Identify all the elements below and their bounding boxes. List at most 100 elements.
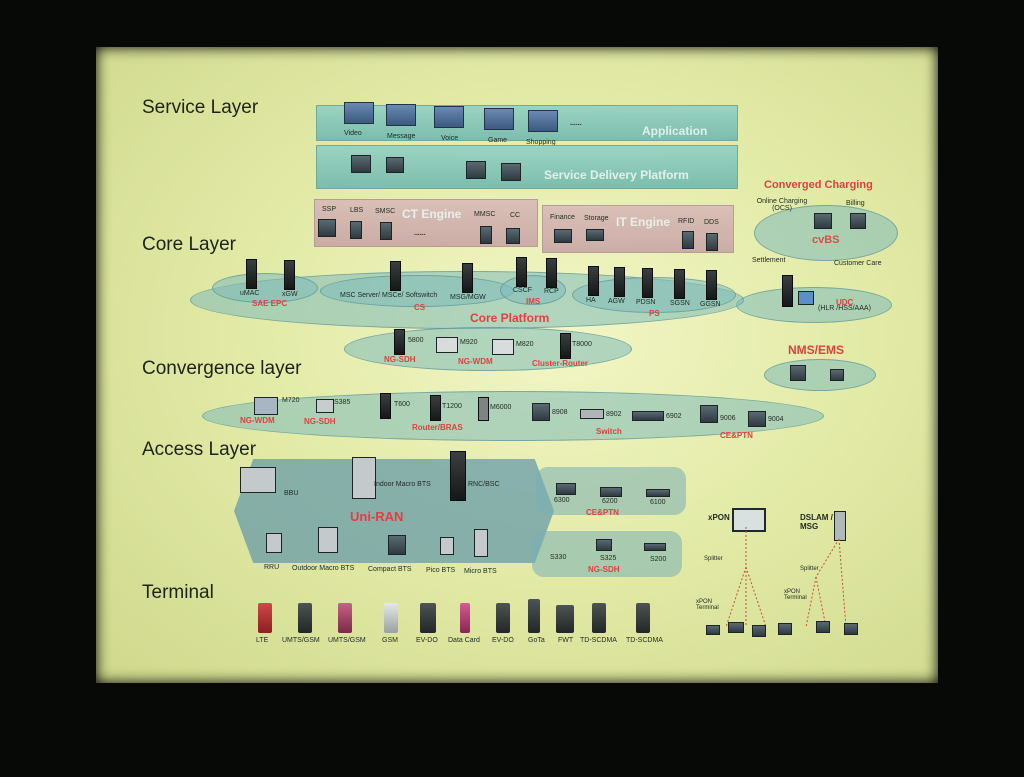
8902-device-icon [580,409,604,419]
evdo-device-icon [496,603,510,633]
core-label-sae: SAE EPC [252,299,288,308]
message-thumb-icon [386,104,416,126]
ptn-6100: 6100 [650,499,666,506]
conv-low-label-router: Router/BRAS [412,423,463,432]
bts-micro: Micro BTS [464,568,497,575]
core-item-ggsn: GGSN [700,301,721,308]
conv-up-label-router: Cluster-Router [532,359,589,368]
t1200-device-icon [430,395,441,421]
ct-item-ssp: SSP [322,206,337,213]
app-label-video: Video [344,130,362,137]
conv-up-m820: M820 [516,341,534,348]
nms-terminal-icon [830,369,844,381]
8908-device-icon [532,403,550,421]
fwt-device-icon [556,605,574,633]
ptn-6200: 6200 [602,498,618,505]
cs-ellipse [320,275,514,307]
core-item-sgsn: SGSN [670,300,690,307]
dslam-device-icon [834,511,846,541]
core-item-agw: AGW [608,298,625,305]
bts-outdoor: Outdoor Macro BTS [292,565,355,572]
it-item-storage: Storage [584,215,609,222]
msc-rack-icon [390,261,401,291]
sdh-cloud [532,531,682,577]
database-icon [798,291,814,305]
ggsn-rack-icon [706,270,717,300]
td-scdma-device-icon [592,603,606,633]
charging-billing: Billing [846,200,865,207]
ct-item-smsc: SMSC [375,208,396,215]
ssp-device-icon [318,219,336,237]
it-engine-title: IT Engine [616,215,670,229]
mgw-rack-icon [462,263,473,293]
storage-device-icon [586,229,604,241]
lte-device-icon [258,603,272,633]
app-label-game: Game [488,137,508,144]
terminal-label: TD-SCDMA [626,637,663,644]
video-thumb-icon [344,102,374,124]
core-label-ps: PS [649,309,660,318]
charging-server-icon [850,213,866,229]
app-label-shopping: Shopping [526,139,556,146]
ct-ellipsis: ...... [414,230,426,237]
projection-screen: Service Layer Core Layer Convergence lay… [96,47,938,683]
conv-low-9004: 9004 [768,416,784,423]
conv-low-6902: 6902 [666,413,682,420]
terminal-label: EV-DO [416,637,438,644]
conv-low-m720: M720 [282,397,300,404]
charging-customer-care: Customer Care [834,260,882,267]
m920-device-icon [436,337,458,353]
indoor-bts-icon [352,457,376,499]
9006-device-icon [700,405,718,423]
terminal-label: LTE [256,637,269,644]
6100-device-icon [646,489,670,497]
terminal-label: TD-SCDMA [580,637,617,644]
sdp-slab [316,145,738,189]
terminal-label: GoTa [528,637,545,644]
mmsc-device-icon [480,226,492,244]
bts-pico: Pico BTS [426,567,456,574]
gsm-device-icon [384,603,398,633]
td-scdma-device-icon [636,603,650,633]
splitter-label-right: Splitter [800,566,819,572]
dslam-title: DSLAM / MSG [800,513,833,531]
conv-low-t1200: T1200 [442,403,462,410]
conv-low-label-sdh: NG-SDH [304,417,336,426]
pc-icon [816,621,830,633]
layer-title-core: Core Layer [142,234,236,255]
shopping-thumb-icon [528,110,558,132]
t600-device-icon [380,393,391,419]
terminal-label: UMTS/GSM [328,637,366,644]
rfid-device-icon [682,231,694,249]
core-item-msc: MSC Server/ MSCe/ Softswitch [340,292,438,299]
m6000-device-icon [478,397,489,421]
ct-item-mmsc: MMSC [474,211,496,218]
conv-low-8902: 8902 [606,411,622,418]
gota-device-icon [528,599,540,633]
bts-compact: Compact BTS [368,566,412,573]
layer-title-terminal: Terminal [142,582,214,603]
sdp-label: Service Delivery Platform [544,168,689,182]
s200-device-icon [644,543,666,551]
m720-device-icon [254,397,278,415]
core-item-umac: uMAC [240,290,260,297]
core-item-mgw: MSG/MGW [450,294,486,301]
core-label-ims: IMS [526,297,541,306]
access-bbu: BBU [284,490,299,497]
umac-rack-icon [246,259,257,289]
splitter-label-left: Splitter [704,556,723,562]
core-item-rcp: RCP [544,288,559,295]
conv-up-label-sdh: NG-SDH [384,355,416,364]
charging-title: Converged Charging [764,179,873,191]
conv-low-label-wdm: NG-WDM [240,416,275,425]
app-ellipsis: ...... [570,120,582,127]
ct-engine-title: CT Engine [402,207,462,221]
core-item-ha: HA [586,297,596,304]
sgsn-rack-icon [674,269,685,299]
sdh-label: NG-SDH [588,565,620,574]
rnc-rack-icon [450,451,466,501]
conv-low-label-switch: Switch [596,427,622,436]
sae-ellipse [212,273,318,303]
pdsn-rack-icon [642,268,653,298]
server-icon [351,155,371,173]
